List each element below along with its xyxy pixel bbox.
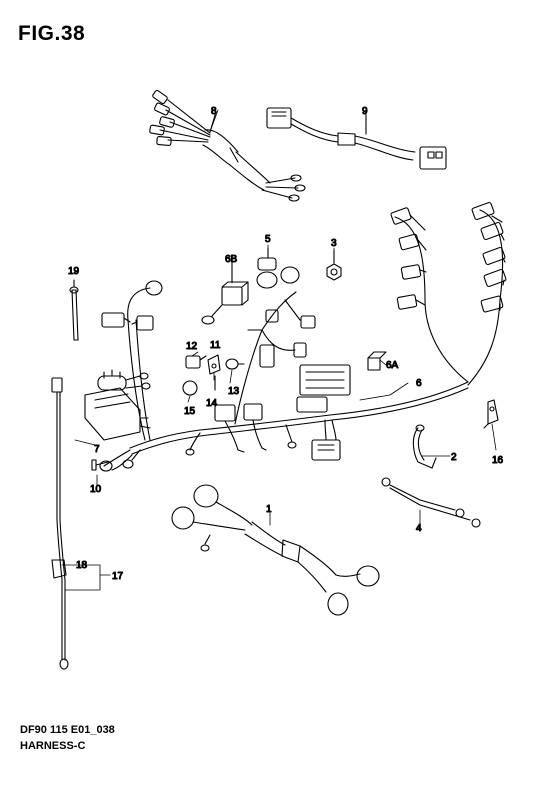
leader-lines [61,109,497,591]
diagram-code: DF90 115 E01_038 [20,724,115,736]
part-1-boot-harness [171,484,380,616]
callout-2: 2 [451,452,457,463]
callout-14: 14 [206,398,218,409]
figure-title: FIG.38 [18,22,86,45]
callout-3: 3 [331,238,337,249]
part-5-connector [256,247,300,289]
callout-4: 4 [416,523,422,534]
callout-19: 19 [68,266,80,277]
callout-6a: 6A [386,360,399,371]
part-4-ground-wire [381,477,481,528]
callout-9: 9 [362,106,368,117]
part-6b-relay [201,261,249,325]
callout-8: 8 [211,106,217,117]
part-6-main-harness [99,201,507,472]
callout-10: 10 [90,484,102,495]
part-17-wire [51,377,69,670]
callout-12: 12 [186,341,198,352]
callout-7: 7 [94,444,100,455]
parts-11-to-15 [182,354,245,396]
part-16-bracket [483,399,499,429]
callout-6b: 6B [225,254,238,265]
callout-13: 13 [228,386,240,397]
part-2-clamp [412,424,437,469]
part-7-bracket [84,369,151,441]
callout-6: 6 [416,378,422,389]
part-10-screw [91,459,109,471]
part-6a-clip [367,351,387,371]
callout-17: 17 [112,571,124,582]
part-19-cable-tie [69,279,79,341]
callout-16: 16 [492,455,504,466]
part-9-extension-harness [266,107,447,170]
callout-5: 5 [265,234,271,245]
diagram-name: HARNESS-C [20,740,86,752]
callout-18: 18 [76,560,88,571]
part-8-sub-harness [149,89,306,202]
callout-15: 15 [184,406,196,417]
callout-1: 1 [266,504,272,515]
callout-11: 11 [210,340,221,351]
